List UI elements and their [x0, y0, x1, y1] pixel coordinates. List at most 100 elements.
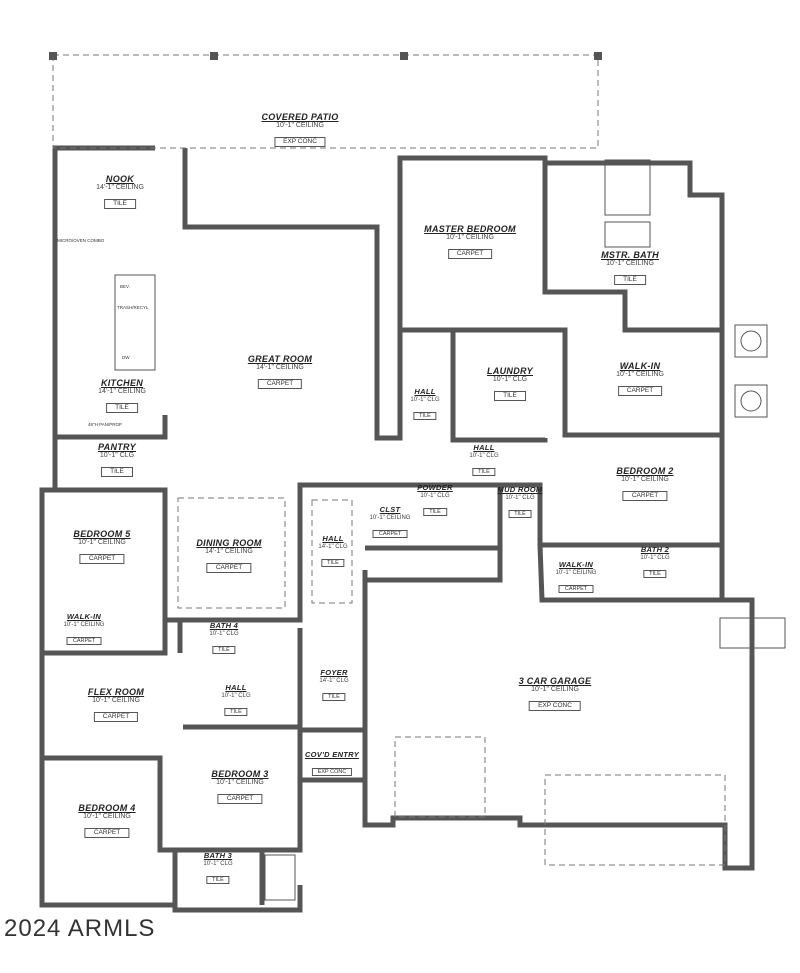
room-name: COVERED PATIO — [261, 112, 339, 122]
room-flooring: TILE — [212, 645, 236, 654]
room-name: BATH 3 — [203, 851, 233, 860]
room-ceiling: 10'-1" CEILING — [616, 371, 664, 379]
watermark: 2024 ARMLS — [4, 915, 156, 942]
room-flooring: TILE — [106, 403, 138, 413]
room-name: COV'D ENTRY — [304, 750, 360, 759]
room-name: BATH 2 — [640, 545, 670, 554]
room-label: COV'D ENTRY EXP CONC — [304, 750, 360, 778]
room-flooring: CARPET — [217, 794, 263, 804]
room-name: BEDROOM 3 — [211, 769, 269, 779]
patio-posts — [49, 52, 602, 60]
room-flooring: TILE — [643, 569, 667, 578]
room-ceiling: 14'-1" CLG — [319, 677, 349, 684]
room-flooring: TILE — [322, 692, 346, 701]
room-flooring: TILE — [206, 875, 230, 884]
room-name: HALL — [225, 683, 247, 692]
dishwasher-label: DW — [122, 355, 130, 360]
room-name: BATH 4 — [209, 621, 239, 630]
room-ceiling: 14'-1" CEILING — [205, 548, 253, 556]
room-name: HALL — [414, 387, 436, 396]
room-name: BEDROOM 4 — [78, 803, 136, 813]
room-name: DINING ROOM — [196, 538, 262, 548]
room-ceiling: 14'-1" CEILING — [98, 388, 146, 396]
room-ceiling: 10'-1" CLG — [469, 452, 499, 459]
room-name: CLST — [379, 505, 401, 514]
room-name: WALK-IN — [66, 612, 102, 621]
room-name: MASTER BEDROOM — [424, 224, 516, 234]
room-flooring: CARPET — [66, 636, 102, 645]
room-ceiling: 10'-1" CEILING — [555, 569, 597, 576]
room-flooring: TILE — [104, 199, 136, 209]
room-name: HALL — [473, 443, 495, 452]
room-name: LAUNDRY — [487, 366, 533, 376]
room-flooring: CARPET — [206, 563, 252, 573]
room-flooring: CARPET — [93, 712, 139, 722]
room-name: NOOK — [105, 174, 135, 184]
room-flooring: TILE — [321, 558, 345, 567]
room-ceiling: 10'-1" CEILING — [276, 122, 324, 130]
room-name: MSTR. BATH — [601, 250, 659, 260]
room-flooring: TILE — [413, 411, 437, 420]
room-flooring: CARPET — [257, 379, 303, 389]
room-ceiling: 10'-1" CEILING — [92, 697, 140, 705]
room-ceiling: 10'-1" CEILING — [216, 779, 264, 787]
bev-label: BEV. — [120, 284, 130, 289]
fixtures — [114, 159, 786, 901]
room-ceiling: 10'-1" CLG — [209, 630, 239, 637]
room-name: HALL — [322, 534, 344, 543]
room-ceiling: 10'-1" CLG — [505, 494, 535, 501]
room-flooring: TILE — [494, 391, 526, 401]
room-name: BEDROOM 5 — [73, 529, 131, 539]
room-flooring: TILE — [101, 467, 133, 477]
micro-oven-label: MICRO/OVEN COMBO — [57, 238, 105, 243]
room-name: FOYER — [320, 668, 348, 677]
room-ceiling: 10'-1" CLG — [410, 396, 440, 403]
room-ceiling: 14'-1" CEILING — [256, 364, 304, 372]
room-name: FLEX ROOM — [87, 687, 145, 697]
room-flooring: TILE — [614, 275, 646, 285]
room-flooring: EXP CONC — [311, 767, 353, 776]
room-name: PANTRY — [98, 442, 136, 452]
room-ceiling: 10'-1" CEILING — [606, 260, 654, 268]
room-flooring: CARPET — [617, 386, 663, 396]
room-flooring: CARPET — [447, 249, 493, 259]
room-ceiling: 14'-1" CEILING — [96, 184, 144, 192]
room-flooring: TILE — [508, 509, 532, 518]
room-name: 3 CAR GARAGE — [518, 676, 592, 686]
room-name: WALK-IN — [619, 361, 661, 371]
room-flooring: CARPET — [372, 529, 408, 538]
room-ceiling: 10'-1" CLG — [221, 692, 251, 699]
room-ceiling: 10'-1" CEILING — [531, 686, 579, 694]
room-flooring: CARPET — [622, 491, 668, 501]
room-ceiling: 10'-1" CLG — [492, 376, 528, 384]
room-name: GREAT ROOM — [247, 354, 313, 364]
room-ceiling: 10'-1" CEILING — [78, 539, 126, 547]
room-name: KITCHEN — [100, 378, 144, 388]
room-name: WALK-IN — [558, 560, 594, 569]
room-ceiling: 10'-1" CLG — [640, 554, 670, 561]
room-flooring: TILE — [472, 467, 496, 476]
dashed-lines — [52, 54, 726, 866]
